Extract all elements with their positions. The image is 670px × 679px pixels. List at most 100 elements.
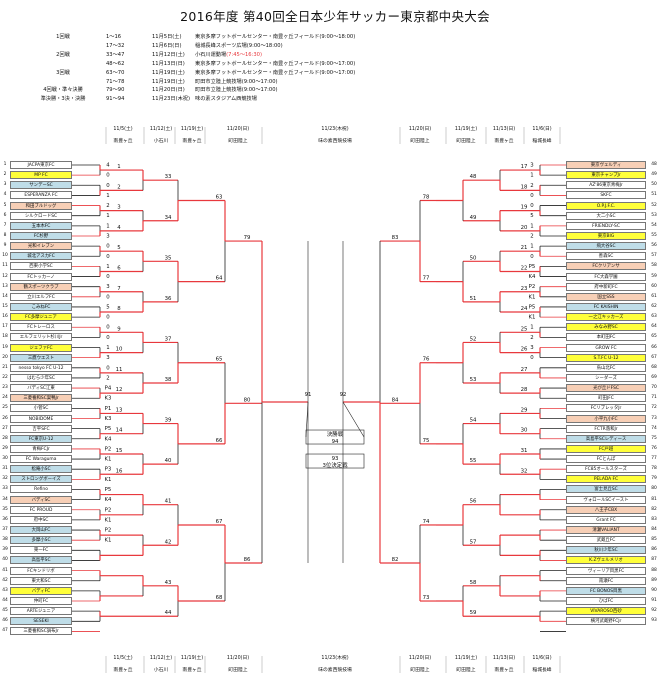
team-seed-number: 72 — [651, 405, 657, 411]
schedule-date: 11月19日(土) — [152, 78, 185, 85]
round2-match-number: 55 — [470, 458, 477, 464]
team-seed-number: 58 — [651, 263, 657, 269]
score-mark: 1 — [106, 213, 109, 219]
round3-match-number: 76 — [423, 357, 430, 363]
team-box-right: みなみ野SC — [566, 323, 646, 332]
final-connector — [305, 402, 309, 438]
schedule-date: 11月19日(土) — [152, 69, 185, 76]
schedule-venue: 小石川運動場(7:45〜16:30) — [195, 51, 262, 58]
round1-match-number: 2 — [117, 184, 120, 190]
team-seed-number: 45 — [2, 608, 8, 614]
header-top-right-venue: 南豊ヶ丘 — [494, 139, 514, 144]
schedule-date: 11月5日(土) — [152, 34, 182, 40]
team-box-left: ストロングボーイズ — [10, 475, 72, 484]
round1-match-number: 3 — [117, 205, 120, 211]
team-box-right: ヴィーリア目黒FC — [566, 566, 646, 575]
team-seed-number: 64 — [651, 324, 657, 330]
round1-match-number: 31 — [521, 448, 528, 454]
team-box-right: FCクリアンサ — [566, 262, 646, 271]
header-top-right-date: 11/19(土) — [454, 127, 478, 132]
header-bottom-right-venue: 稲城長峰 — [532, 668, 552, 673]
score-mark: K1 — [529, 294, 536, 300]
team-seed-number: 32 — [2, 476, 8, 482]
team-seed-number: 37 — [2, 527, 8, 533]
team-seed-number: 87 — [651, 557, 657, 563]
team-seed-number: 75 — [651, 435, 657, 441]
round1-match-number: 26 — [521, 347, 528, 353]
team-box-left: FC杉野 — [10, 231, 72, 240]
team-seed-number: 29 — [2, 445, 8, 451]
header-top-left-date: 11/19(土) — [180, 127, 204, 132]
round2-match-number: 43 — [165, 580, 172, 586]
round1-match-number: 16 — [116, 468, 123, 474]
team-box-right: 大二小SC — [566, 211, 646, 220]
team-seed-number: 69 — [651, 374, 657, 380]
header-bottom-right-venue: 町田陸上 — [410, 668, 430, 673]
round2-match-number: 49 — [470, 215, 477, 221]
round2-match-number: 36 — [165, 296, 172, 302]
score-mark: 5 — [530, 213, 533, 219]
team-box-right: 町田JFC — [566, 394, 646, 403]
team-box-right: PELADA FC — [566, 475, 646, 484]
team-seed-number: 67 — [651, 354, 657, 360]
team-seed-number: 89 — [651, 577, 657, 583]
round3-match-number: 68 — [216, 595, 223, 601]
team-seed-number: 53 — [651, 212, 657, 218]
team-box-left: FC PROUD — [10, 505, 72, 514]
team-seed-number: 28 — [2, 435, 8, 441]
team-seed-number: 57 — [651, 253, 657, 259]
team-seed-number: 35 — [2, 506, 8, 512]
score-mark: K1 — [105, 457, 112, 463]
team-seed-number: 84 — [651, 527, 657, 533]
round3-match-number: 78 — [423, 194, 430, 200]
score-mark: 1 — [530, 223, 533, 229]
round1-match-number: 19 — [521, 205, 528, 211]
team-seed-number: 16 — [2, 314, 8, 320]
team-seed-number: 30 — [2, 456, 8, 462]
team-seed-number: 40 — [2, 557, 8, 563]
header-top-left-venue: 南豊ヶ丘 — [182, 139, 202, 144]
team-box-right: FC大森学園 — [566, 272, 646, 281]
score-mark: K3 — [105, 416, 112, 422]
score-mark: 1 — [106, 193, 109, 199]
score-mark: 0 — [106, 274, 110, 280]
score-mark: 3 — [530, 345, 533, 351]
score-mark: P5 — [529, 264, 536, 270]
team-seed-number: 56 — [651, 243, 657, 249]
team-box-left: 府中SC — [10, 515, 72, 524]
score-mark: 0 — [106, 183, 110, 189]
team-box-right: 武蔵丘FC — [566, 536, 646, 545]
score-mark: P2 — [529, 284, 536, 290]
round2-match-number: 59 — [470, 610, 477, 616]
team-seed-number: 88 — [651, 567, 657, 573]
score-mark: 1 — [106, 223, 109, 229]
round1-match-number: 6 — [117, 265, 121, 271]
team-seed-number: 51 — [651, 192, 657, 198]
team-box-left: FC多摩ジュニア — [10, 313, 72, 322]
team-box-right: シーダーズ — [566, 373, 646, 382]
team-seed-number: 59 — [651, 273, 657, 279]
team-seed-number: 73 — [651, 415, 657, 421]
team-box-right: 烏山北FC — [566, 363, 646, 372]
team-box-left: 立川エルフFC — [10, 292, 72, 301]
team-box-right: 飛大谷SC — [566, 242, 646, 251]
score-mark: K4 — [529, 274, 537, 280]
schedule-round: 準決勝・3決・決勝 — [40, 96, 86, 103]
header-top-right-date: 11/20(日) — [408, 127, 432, 132]
round4-match-number: 86 — [244, 557, 251, 563]
team-seed-number: 48 — [651, 162, 657, 167]
team-box-left: 高島平SC — [10, 556, 72, 565]
round2-match-number: 57 — [470, 539, 477, 545]
score-mark: P1 — [105, 406, 112, 412]
schedule-venue: 味の素スタジアム西競技場 — [195, 96, 257, 103]
header-top-right-venue: 町田陸上 — [410, 139, 430, 144]
schedule-date: 11月23日(木祝) — [152, 96, 190, 103]
team-box-left: 多摩小SC — [10, 536, 72, 545]
team-box-left: 仲町FC — [10, 597, 72, 606]
team-seed-number: 5 — [3, 202, 7, 208]
header-bottom-left-date: 11/5(土) — [113, 656, 133, 661]
team-seed-number: 78 — [651, 466, 657, 472]
round1-match-number: 9 — [117, 326, 121, 332]
team-seed-number: 46 — [2, 618, 8, 624]
